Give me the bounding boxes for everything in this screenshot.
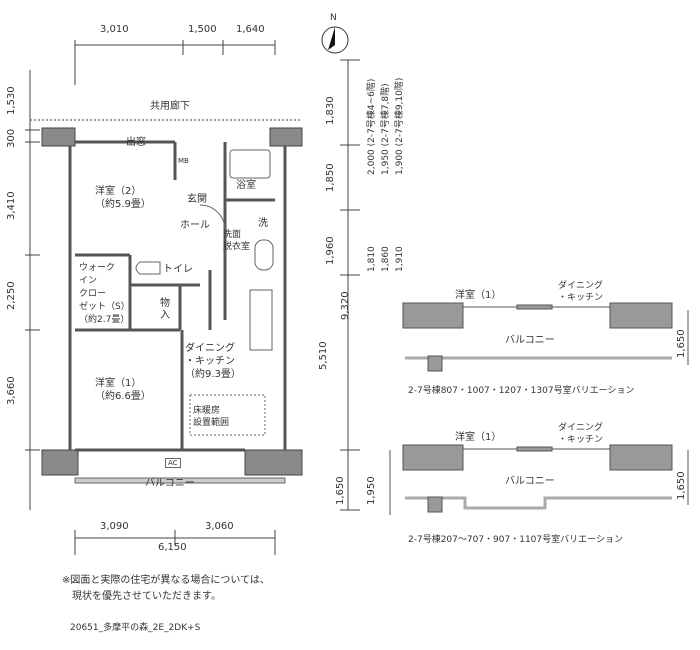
variation-caption: 2-7号棟207～707・907・1107号室バリエーション	[408, 535, 623, 545]
right-dim-6: 1,650	[335, 476, 346, 505]
north-compass-icon	[321, 26, 349, 54]
dining-kitchen-label: ダイニング ・キッチン （約9.3畳）	[185, 343, 241, 380]
top-dim-1: 3,010	[100, 24, 129, 35]
right-dim-7: 1,950	[366, 476, 377, 505]
variation-western-label: 洋室（1）	[455, 290, 502, 301]
left-dim-3: 3,410	[6, 191, 17, 220]
left-dim-2: 300	[6, 128, 17, 148]
western-room-1-size: （約6.6畳）	[95, 391, 151, 402]
compass-label: N	[330, 13, 337, 23]
structural-columns	[41, 127, 303, 476]
variation-caption: 2-7号棟807・1007・1207・1307号室バリエーション	[408, 386, 635, 396]
variation-dim: 1,650	[676, 329, 687, 358]
western-room-1-label: 洋室（1）	[95, 378, 142, 389]
height-note-b: 1,950 (2-7号棟7,8階)	[381, 83, 391, 175]
height-note-c: 1,900 (2-7号棟9,10階)	[395, 77, 405, 175]
height-note-e: 1,860	[381, 246, 391, 272]
bottom-dim-total: 6,150	[158, 542, 187, 553]
right-dim-3: 1,960	[325, 236, 336, 265]
right-dim-4: 5,510	[318, 341, 329, 370]
corridor-label: 共用廊下	[150, 101, 190, 112]
variation-balcony-label: バルコニー	[505, 476, 555, 487]
bay-window-label: 出窓	[126, 137, 146, 148]
fixtures	[74, 149, 286, 484]
height-note-d: 1,810	[367, 246, 377, 272]
variation-western-label: 洋室（1）	[455, 432, 502, 443]
variation-drawings	[389, 302, 689, 515]
western-room-2-label: 洋室（2）	[95, 186, 142, 197]
variation-balcony-label: バルコニー	[505, 335, 555, 346]
right-dim-1: 1,830	[325, 96, 336, 125]
right-dim-5: 9,320	[340, 291, 351, 320]
left-dim-4: 2,250	[6, 281, 17, 310]
left-dim-1: 1,530	[6, 86, 17, 115]
top-dim-2: 1,500	[188, 24, 217, 35]
toilet-label: トイレ	[163, 264, 193, 275]
height-note-a: 2,000 (2-7号棟4~6階)	[367, 78, 377, 175]
height-note-f: 1,910	[395, 246, 405, 272]
right-dim-2: 1,850	[325, 163, 336, 192]
ac-label: AC	[165, 458, 181, 468]
plan-id: 20651_多摩平の森_2E_2DK+S	[70, 623, 201, 633]
bottom-dim-2: 3,060	[205, 521, 234, 532]
bath-label: 浴室	[236, 180, 256, 191]
variation-dk-label: ダイニング ・キッチン	[558, 281, 604, 303]
balcony-label: バルコニー	[145, 478, 195, 489]
bottom-dim-1: 3,090	[100, 521, 129, 532]
entrance-label: 玄関	[187, 194, 207, 205]
washer-label: 洗	[258, 218, 268, 229]
mb-label: MB	[178, 157, 189, 165]
left-dim-5: 3,660	[6, 376, 17, 405]
disclaimer-note: ※図面と実際の住宅が異なる場合については、 現状を優先させていただきます。	[62, 575, 270, 602]
hall-label: ホール	[180, 220, 210, 231]
variation-dim: 1,650	[676, 471, 687, 500]
walls	[68, 140, 287, 452]
variation-dk-label: ダイニング ・キッチン	[558, 423, 604, 445]
floor-heating-label: 床暖房 設置範囲	[193, 406, 230, 428]
top-dim-3: 1,640	[236, 24, 265, 35]
walk-in-closet-label: ウォーク イン クロー ゼット（S） （約2.7畳）	[79, 263, 130, 325]
washroom-label: 洗面 脱衣室	[223, 230, 251, 252]
dimension-lines	[25, 40, 360, 555]
storage-label: 物 入	[160, 298, 170, 321]
western-room-2-size: （約5.9畳）	[95, 199, 151, 210]
